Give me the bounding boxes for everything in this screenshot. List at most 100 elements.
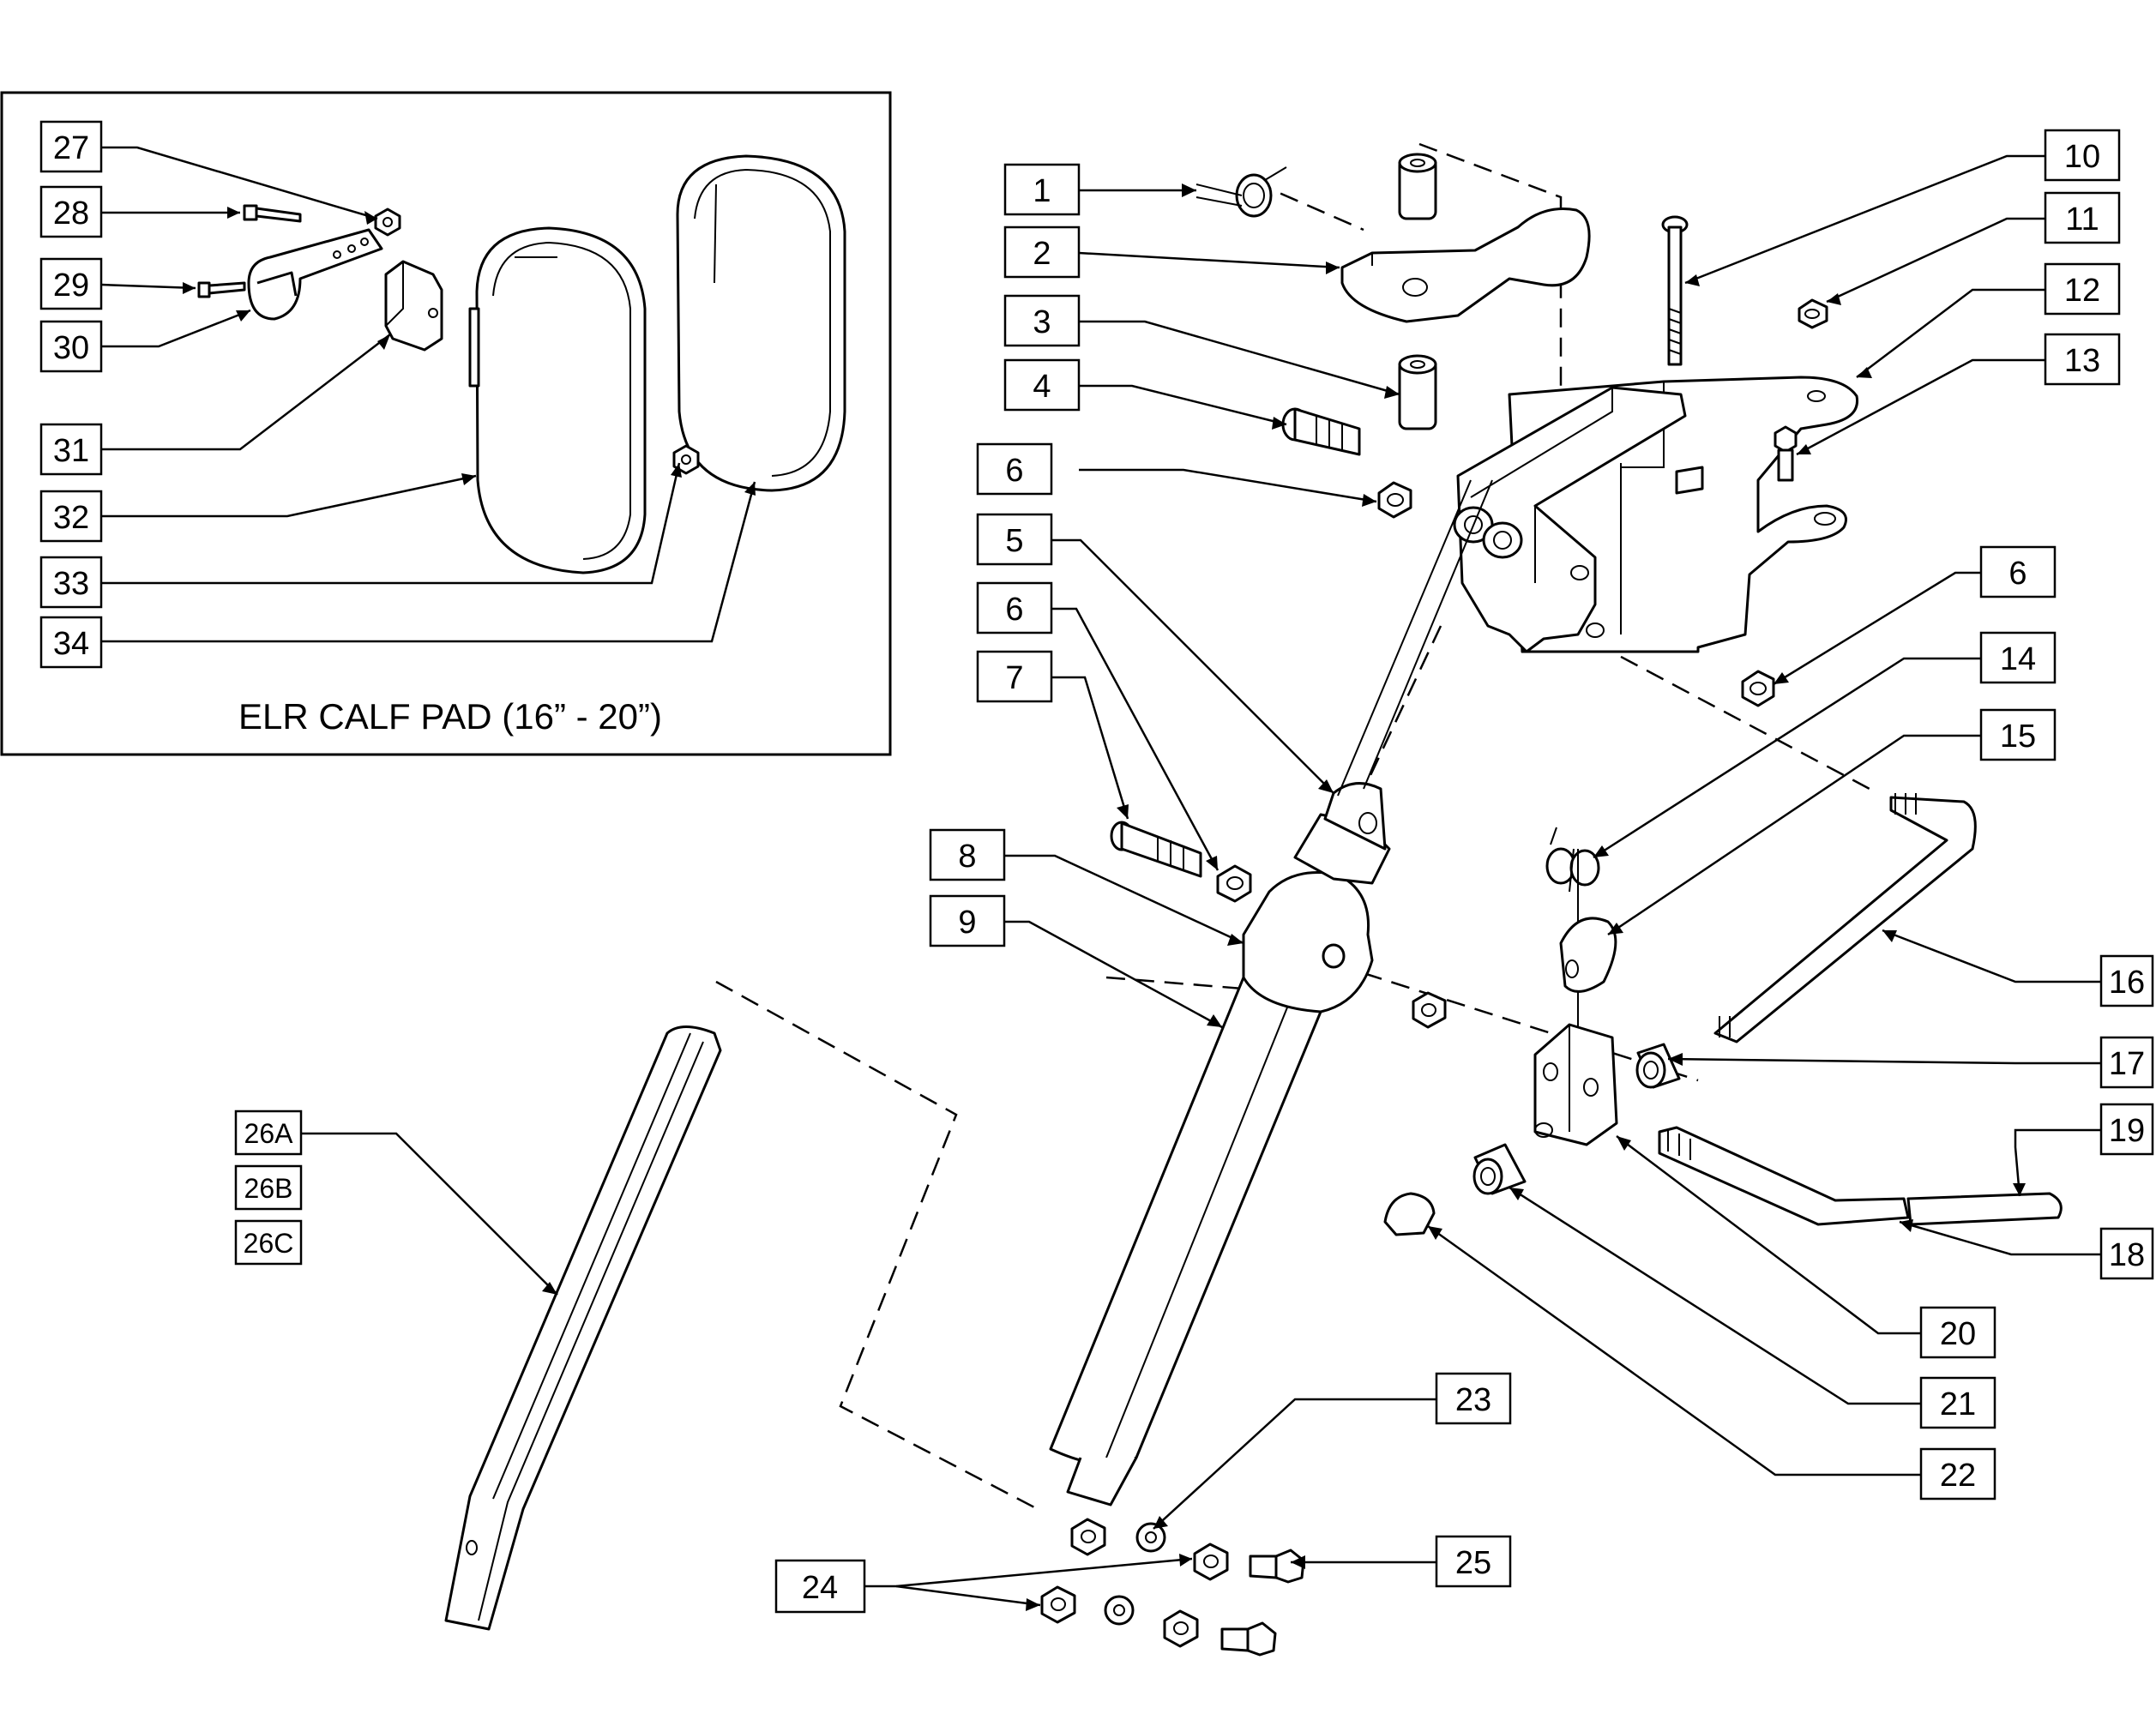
release-lever [1340,207,1591,323]
nut-27 [374,207,401,237]
callout-26a: 26A [234,1110,303,1156]
svg-text:10: 10 [2064,139,2100,175]
nut-11 [1798,298,1828,329]
svg-text:2: 2 [1033,236,1051,272]
svg-text:28: 28 [53,195,89,232]
bushing-upper [1398,153,1437,220]
svg-text:8: 8 [958,839,976,875]
svg-text:9: 9 [958,905,976,941]
hardware-upper-row [1070,1518,1305,1584]
svg-text:4: 4 [1033,369,1051,405]
svg-text:16: 16 [2109,965,2145,1001]
callout-2: 2 [1003,226,1081,279]
leg-tube [1049,976,1322,1506]
inset-frame [0,91,892,756]
nut-6-upper [1377,481,1412,519]
nut-6-left [1216,864,1252,903]
callout-26b: 26B [234,1164,303,1211]
svg-text:3: 3 [1033,304,1051,340]
spring-14 [1545,827,1600,1055]
nut-center [1412,991,1447,1029]
handle-rod [1713,793,1977,1043]
nut-33 [672,444,700,475]
handle-18 [1658,1126,1910,1226]
spacer-17 [1635,1043,1681,1089]
callout-31: 31 [39,423,103,476]
callout-20: 20 [1919,1306,1996,1359]
callout-6-mid: 6 [976,581,1053,634]
svg-text:6: 6 [1005,592,1023,628]
svg-text:22: 22 [1940,1458,1976,1494]
clamp-block [384,260,443,352]
callout-9: 9 [929,894,1006,947]
callout-14: 14 [1979,631,2057,684]
set-screw-13 [1774,425,1798,482]
svg-text:27: 27 [53,130,89,166]
svg-text:5: 5 [1005,523,1023,559]
svg-text:25: 25 [1455,1545,1491,1581]
callout-17: 17 [2099,1036,2154,1089]
upper-tube [1293,479,1493,885]
callout-8: 8 [929,828,1006,881]
svg-text:13: 13 [2064,343,2100,379]
svg-text:17: 17 [2109,1046,2145,1082]
callout-33: 33 [39,556,103,609]
hinge-body [1453,386,1687,653]
callout-15: 15 [1979,708,2057,761]
callout-18: 18 [2099,1227,2154,1280]
callout-13: 13 [2044,333,2121,386]
screw-28 [243,204,302,223]
callout-32: 32 [39,490,103,543]
callout-28: 28 [39,185,103,238]
svg-text:26B: 26B [244,1173,293,1204]
callout-10: 10 [2044,129,2121,182]
pivot-pin-4 [1281,407,1361,456]
tube-clamp [1242,871,1374,1013]
bolt-7 [1110,821,1202,878]
svg-text:6: 6 [1005,453,1023,489]
svg-text:30: 30 [53,330,89,366]
release-bracket [1533,1023,1618,1146]
svg-text:20: 20 [1940,1316,1976,1352]
callout-29: 29 [39,257,103,310]
callout-6-top: 6 [976,442,1053,496]
svg-text:34: 34 [53,626,89,662]
hardware-lower-row [1040,1585,1277,1657]
callout-4: 4 [1003,358,1081,412]
cam-15 [1559,917,1617,993]
svg-text:7: 7 [1005,660,1023,696]
callout-19: 19 [2099,1103,2154,1156]
callout-27: 27 [39,120,103,173]
acorn-nut-22 [1383,1192,1436,1236]
spring-1 [1195,166,1287,218]
callout-21: 21 [1919,1376,1996,1429]
callout-3: 3 [1003,294,1081,347]
screw-29 [197,281,246,298]
svg-text:26C: 26C [244,1228,294,1259]
bushing-3 [1398,354,1437,430]
callout-5: 5 [976,513,1053,566]
nut-6-right [1741,670,1775,707]
callout-24: 24 [774,1559,866,1614]
grip-19 [1906,1192,2063,1226]
svg-text:24: 24 [802,1570,838,1606]
callout-22: 22 [1919,1447,1996,1500]
calf-bracket [247,228,383,321]
callout-34: 34 [39,616,103,669]
svg-text:19: 19 [2109,1113,2145,1149]
svg-text:15: 15 [2000,719,2036,755]
svg-text:11: 11 [2065,201,2099,238]
calf-pad-large [676,154,846,492]
callout-23: 23 [1435,1372,1512,1425]
callout-16: 16 [2099,954,2154,1007]
spacer-21 [1472,1143,1527,1195]
bolt-10 [1661,215,1689,366]
svg-text:23: 23 [1455,1382,1491,1418]
svg-text:14: 14 [2000,641,2036,677]
callout-25: 25 [1435,1535,1512,1588]
calf-pad-small [468,226,647,574]
svg-text:31: 31 [53,433,89,469]
svg-text:33: 33 [53,566,89,602]
inset-title: ELR CALF PAD (16” - 20”) [238,696,662,737]
